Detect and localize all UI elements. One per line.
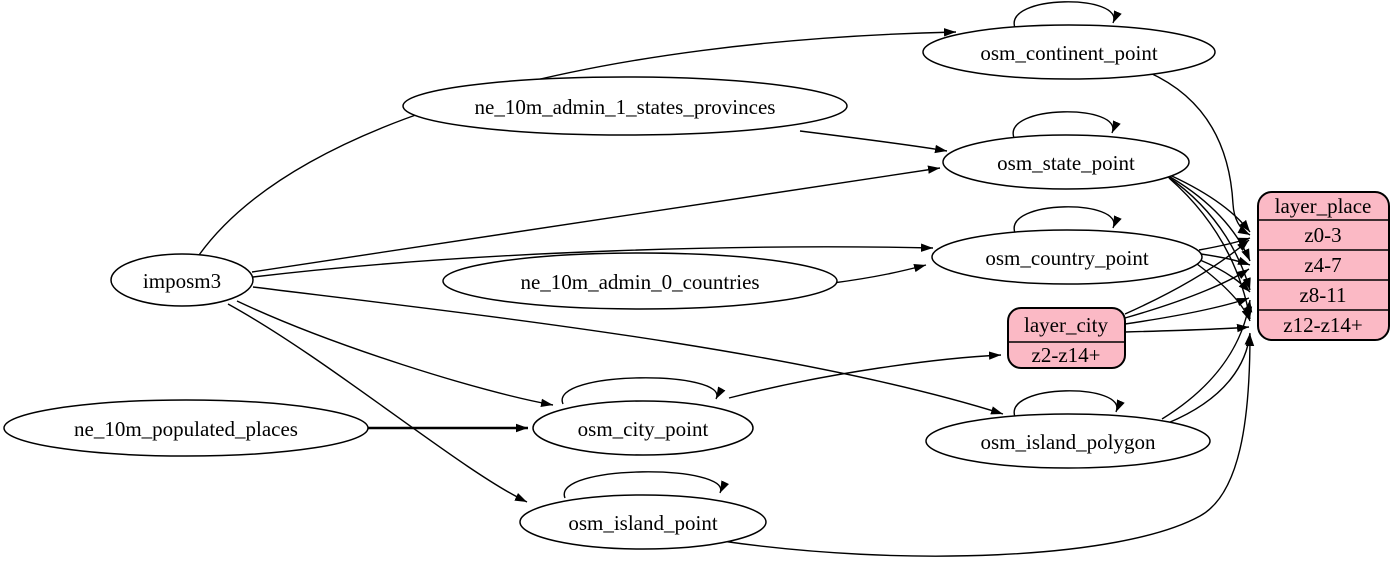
node-ellipse-osm_island_polygon (925, 413, 1211, 469)
selfloop-osm_country_point (1013, 206, 1122, 234)
node-ellipse-ne_10m_populated_places (3, 399, 369, 457)
edge-imposm3-osm_island_polygon (252, 286, 1004, 415)
edge-imposm3-osm_city_point (236, 300, 554, 408)
node-label-osm_island_polygon: osm_island_polygon (980, 430, 1156, 454)
node-ellipse-osm_island_point (519, 494, 767, 550)
record-row-layer_place-z4-7: z4-7 (1304, 253, 1341, 277)
edge-layer_city-layer_place-z12-z14 (1124, 323, 1250, 333)
node-ellipse-osm_state_point (942, 134, 1190, 190)
record-layer_place: layer_place z0-3 z4-7 z8-11 z12-z14+ (1257, 191, 1390, 341)
node-osm_country_point: osm_country_point (931, 229, 1203, 285)
edge-osm_country_point-layer_place-z0-3 (1198, 237, 1251, 251)
node-label-ne_10m_admin_1_states_provinces: ne_10m_admin_1_states_provinces (475, 95, 776, 119)
node-ellipse-osm_city_point (532, 400, 754, 456)
edge-imposm3-osm_island_point (227, 303, 528, 503)
node-label-ne_10m_populated_places: ne_10m_populated_places (74, 417, 298, 441)
record-row-layer_city-z2-z14: z2-z14+ (1032, 343, 1101, 367)
edge-osm_country_point-layer_place-z12-z14 (1196, 263, 1251, 322)
node-label-osm_island_point: osm_island_point (568, 511, 718, 535)
record-title-layer_city: layer_city (1024, 313, 1108, 337)
edge-osm_state_point-layer_place-z0-3 (1162, 171, 1251, 233)
selfloop-osm_continent_point (1013, 1, 1122, 29)
node-label-osm_state_point: osm_state_point (997, 151, 1135, 175)
node-label-osm_continent_point: osm_continent_point (980, 41, 1157, 65)
node-imposm3: imposm3 (110, 253, 254, 307)
record-title-layer_place: layer_place (1275, 194, 1372, 218)
node-label-osm_country_point: osm_country_point (985, 246, 1148, 270)
selfloop-osm_island_point (563, 471, 729, 499)
node-ellipse-ne_10m_admin_1_states_provinces (402, 76, 848, 136)
edge-osm_city_point-layer_city-z2-z14 (728, 351, 1002, 399)
edge-osm_state_point-layer_place-z12-z14 (1168, 177, 1253, 320)
node-osm_island_point: osm_island_point (519, 494, 767, 550)
edge-layer_city-layer_place-z4-7 (1124, 268, 1250, 319)
edge-ne_10m_admin_0_countries-osm_country_point (832, 263, 927, 284)
record-box-layer_city (1007, 307, 1126, 369)
node-ellipse-ne_10m_admin_0_countries (442, 252, 838, 310)
node-ne_10m_populated_places: ne_10m_populated_places (3, 399, 369, 457)
node-ellipse-osm_country_point (931, 229, 1203, 285)
edge-imposm3-osm_continent_point (198, 28, 957, 256)
selfloop-osm_city_point (561, 377, 726, 405)
record-row-layer_place-z12-z14: z12-z14+ (1283, 313, 1362, 337)
node-ne_10m_admin_0_countries: ne_10m_admin_0_countries (442, 252, 838, 310)
selfloop-osm_island_polygon (1013, 390, 1125, 418)
edge-osm_state_point-layer_place-z8-11 (1166, 175, 1251, 291)
record-layer_city: layer_city z2-z14+ (1007, 307, 1126, 369)
node-osm_island_polygon: osm_island_polygon (925, 413, 1211, 469)
edge-osm_island_polygon-layer_place-z8-11 (1161, 299, 1253, 420)
edge-imposm3-osm_state_point (251, 165, 941, 273)
edge-osm_country_point-layer_place-z8-11 (1199, 259, 1251, 293)
node-ellipse-imposm3 (110, 253, 254, 307)
selfloop-osm_state_point (1012, 111, 1121, 139)
node-osm_state_point: osm_state_point (942, 134, 1190, 190)
edge-osm_country_point-layer_place-z4-7 (1200, 253, 1251, 266)
node-ne_10m_admin_1_states_provinces: ne_10m_admin_1_states_provinces (402, 76, 848, 136)
edge-imposm3-osm_country_point (252, 243, 934, 278)
record-row-layer_place-z0-3: z0-3 (1304, 223, 1341, 247)
node-ellipse-osm_continent_point (922, 24, 1216, 80)
record-box-layer_place (1257, 191, 1390, 341)
edge-layer_city-layer_place-z8-11 (1124, 297, 1250, 325)
record-row-layer_place-z8-11: z8-11 (1299, 283, 1346, 307)
edge-ne_10m_admin_1_states_provinces-osm_state_point (799, 130, 948, 154)
node-osm_city_point: osm_city_point (532, 400, 754, 456)
edge-osm_island_polygon-layer_place-z12-z14 (1167, 332, 1253, 424)
edge-group (198, 1, 1255, 557)
node-label-osm_city_point: osm_city_point (578, 417, 709, 441)
node-osm_continent_point: osm_continent_point (922, 24, 1216, 80)
edge-osm_state_point-layer_place-z4-7 (1164, 173, 1251, 262)
node-label-imposm3: imposm3 (143, 269, 221, 293)
edge-layer_city-layer_place-z0-3 (1124, 239, 1250, 315)
edge-osm_island_point-layer_place-z12-z14 (721, 333, 1255, 557)
node-label-ne_10m_admin_0_countries: ne_10m_admin_0_countries (520, 270, 759, 294)
